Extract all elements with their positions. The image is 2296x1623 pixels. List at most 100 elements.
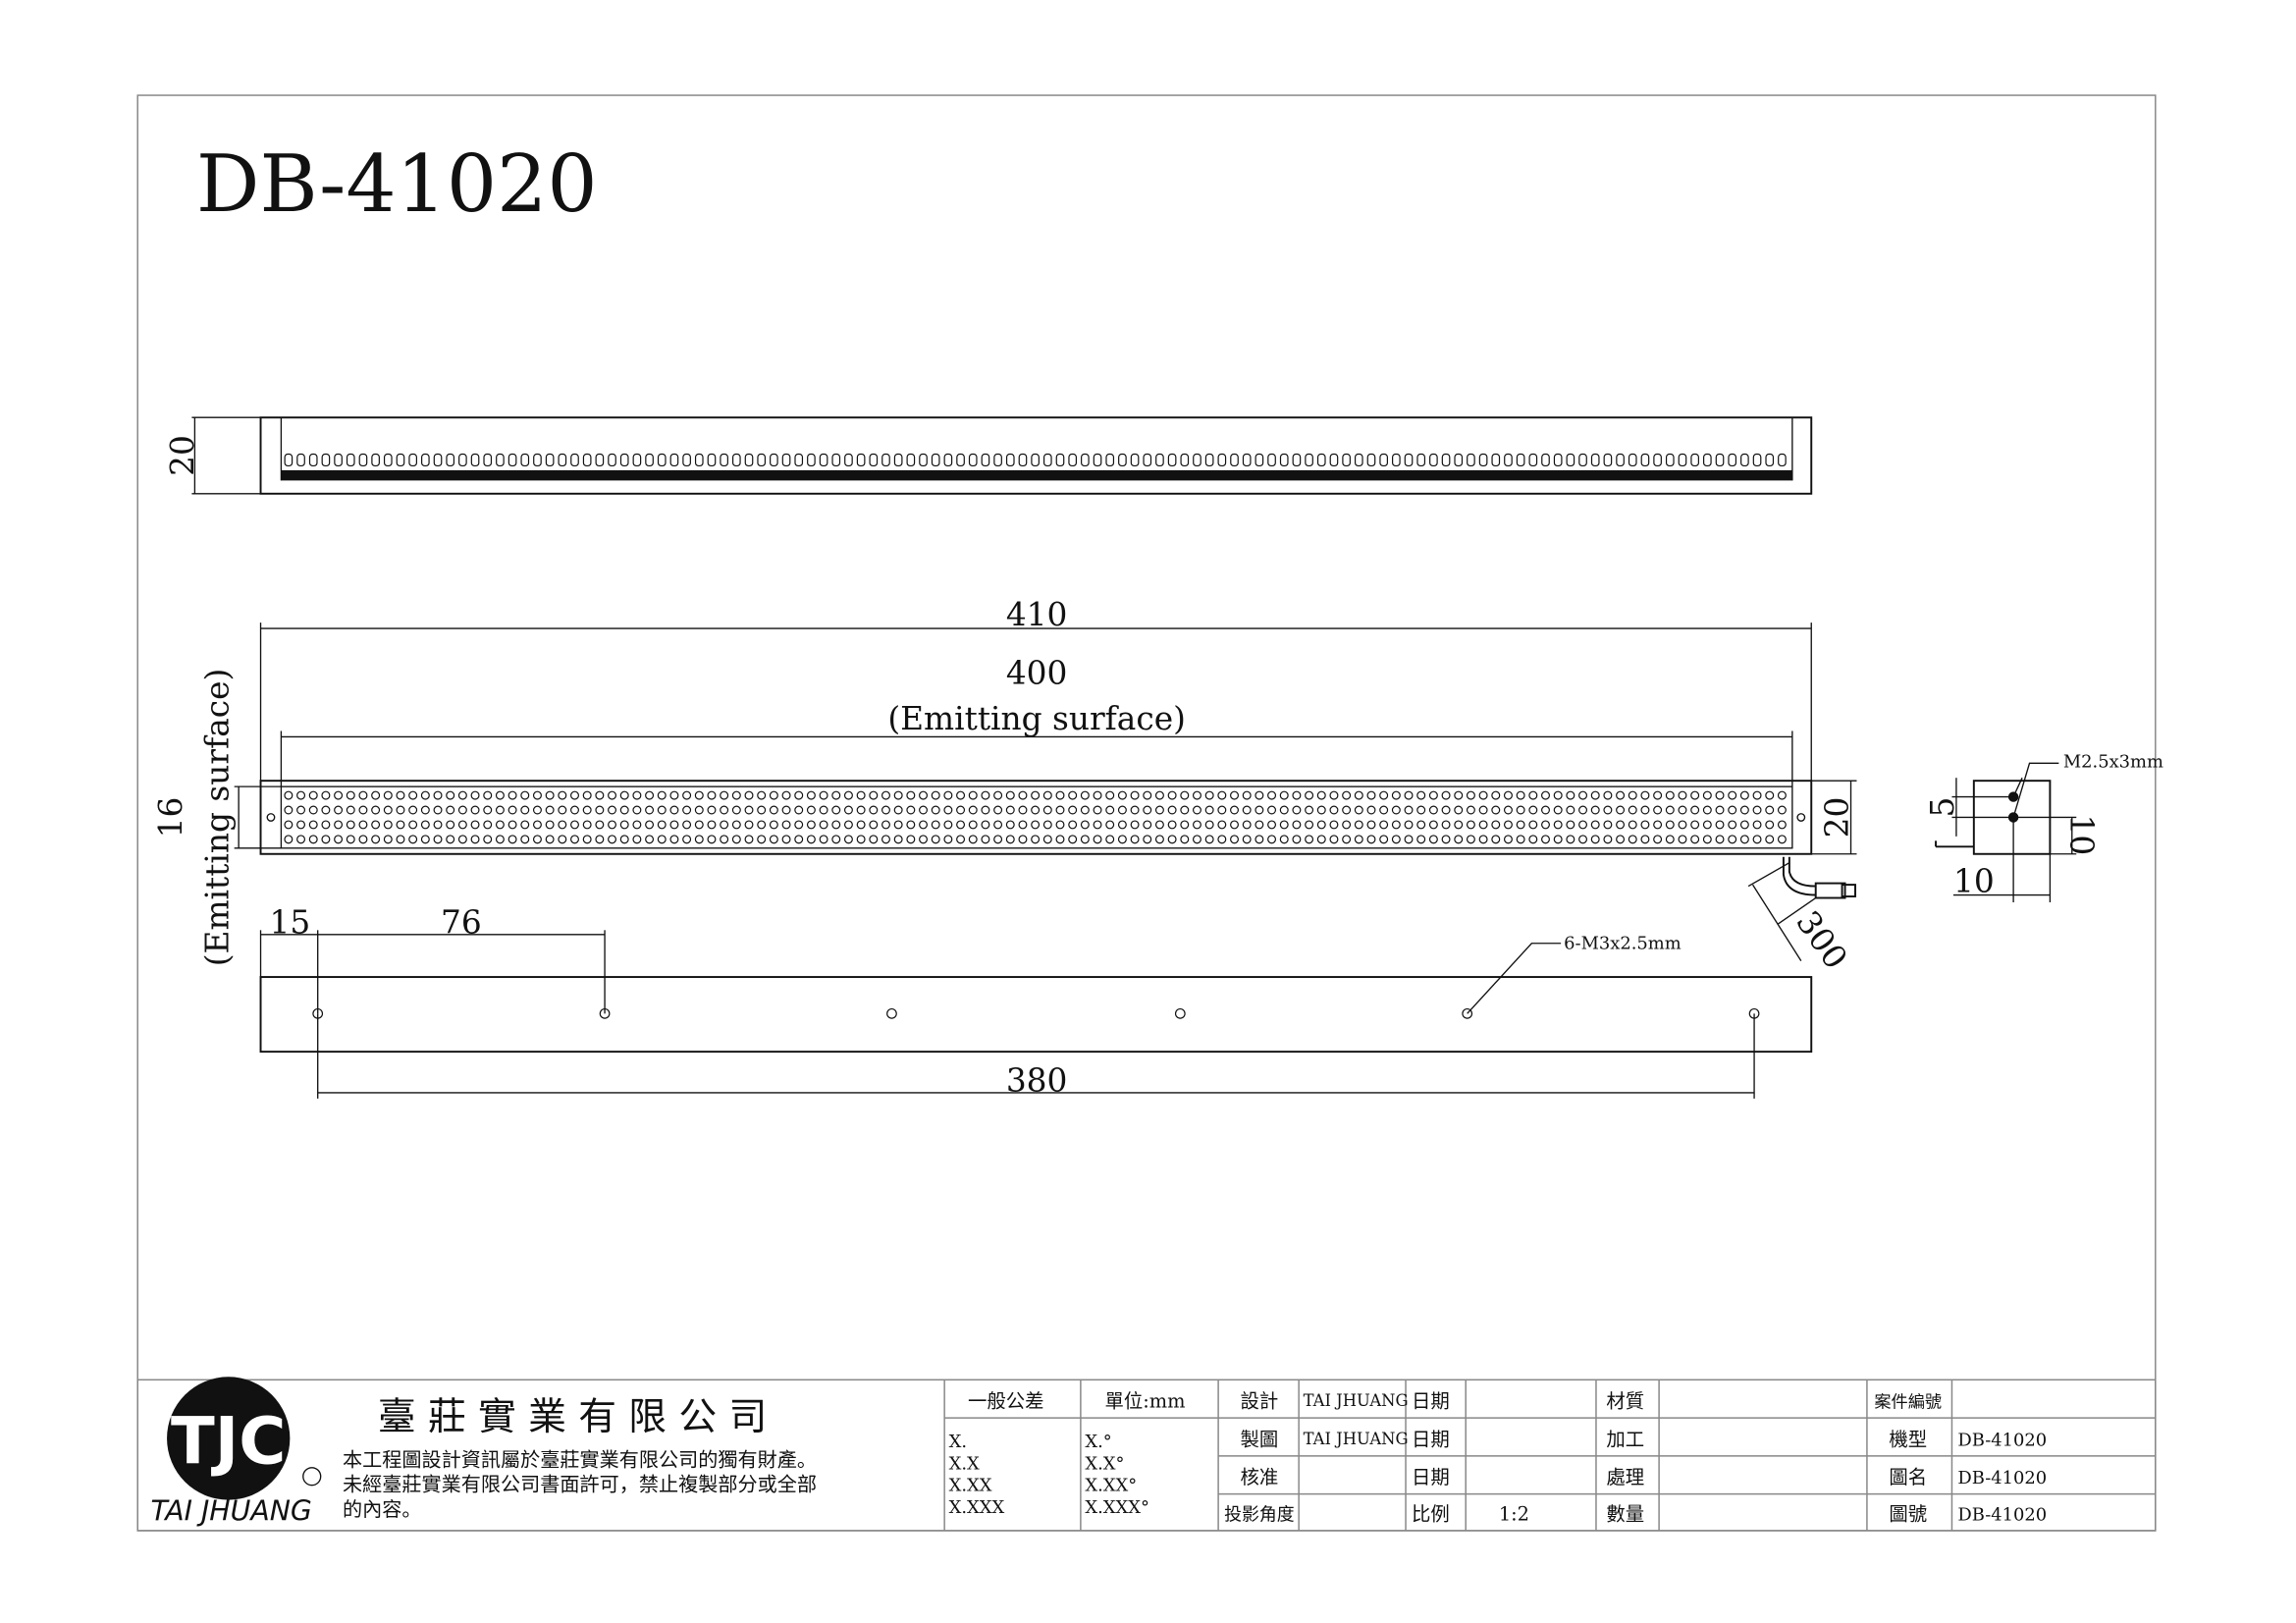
led-side (396, 453, 405, 467)
tolerance-header: 一般公差 (968, 1390, 1044, 1413)
led-side (919, 453, 928, 467)
led-dot (1702, 820, 1712, 830)
company-name: 臺 莊 實 業 有 限 公 司 (378, 1395, 767, 1439)
led-side (371, 453, 380, 467)
led-dot (931, 835, 940, 844)
led-side (881, 453, 890, 467)
led-dot (1678, 790, 1687, 800)
led-dot (645, 805, 655, 815)
led-dot (1616, 820, 1626, 830)
led-dot (1279, 790, 1289, 800)
led-side (1603, 453, 1613, 467)
led-dot (1665, 790, 1675, 800)
note-mount-holes: 6-M3x2.5mm (1564, 934, 1682, 954)
led-dot (1005, 820, 1015, 830)
led-side (458, 453, 467, 467)
led-dot (781, 820, 791, 830)
number-label: 圖號 (1889, 1502, 1927, 1525)
led-dot (1080, 805, 1090, 815)
led-dot (794, 805, 804, 815)
led-dot (1117, 820, 1127, 830)
tolerance-linear: X.XX (949, 1476, 992, 1496)
note-side-screw: M2.5x3mm (2063, 752, 2163, 773)
led-side (1042, 453, 1052, 467)
led-dot (1292, 820, 1302, 830)
led-dot (1366, 790, 1376, 800)
led-dot (446, 790, 455, 800)
led-dot (1279, 835, 1289, 844)
led-dot (383, 835, 393, 844)
led-dot (1230, 805, 1239, 815)
date-label: 日期 (1412, 1428, 1450, 1450)
led-dot (993, 820, 1003, 830)
led-dot (608, 820, 617, 830)
led-dot (1255, 835, 1264, 844)
led-dot (707, 805, 717, 815)
led-dot (943, 805, 953, 815)
end-hole (266, 813, 276, 822)
led-dot (1267, 805, 1277, 815)
led-dot (446, 835, 455, 844)
led-dot (1640, 790, 1650, 800)
led-dot (619, 805, 629, 815)
led-dot (781, 835, 791, 844)
led-dot (595, 805, 605, 815)
led-side (433, 453, 443, 467)
led-dot (1690, 790, 1700, 800)
led-side (570, 453, 579, 467)
led-dot (383, 805, 393, 815)
led-dot (1739, 820, 1749, 830)
dim-hole-pitch: 76 (441, 903, 482, 941)
led-side (1703, 453, 1712, 467)
led-dot (1154, 820, 1164, 830)
led-dot (1578, 805, 1588, 815)
led-side (1230, 453, 1239, 467)
led-dot (720, 835, 729, 844)
scale-label: 比例 (1412, 1502, 1450, 1525)
led-dot (1267, 835, 1277, 844)
led-dot (1242, 805, 1252, 815)
led-side (496, 453, 505, 467)
led-dot (284, 835, 294, 844)
name-value: DB-41020 (1957, 1468, 2047, 1488)
led-side (1093, 453, 1102, 467)
led-side (831, 453, 841, 467)
led-side (558, 453, 567, 467)
led-dot (1279, 805, 1289, 815)
led-side (334, 453, 343, 467)
led-dot (1491, 820, 1501, 830)
led-dot (1068, 835, 1078, 844)
led-dot (869, 790, 879, 800)
design-value: TAI JHUANG (1304, 1391, 1409, 1410)
led-dot (1653, 820, 1663, 830)
led-side (608, 453, 616, 467)
led-dot (470, 790, 480, 800)
led-side (856, 453, 866, 467)
led-dot (308, 805, 318, 815)
led-dot (1167, 805, 1177, 815)
led-dot (1379, 805, 1389, 815)
led-dot (1690, 835, 1700, 844)
led-dot (1305, 820, 1314, 830)
led-side (520, 453, 530, 467)
cable-connector (1814, 882, 1846, 899)
led-dot (757, 805, 767, 815)
led-dot (1416, 835, 1426, 844)
led-side (470, 453, 480, 467)
led-dot (657, 820, 667, 830)
led-side (1678, 453, 1687, 467)
led-dot (520, 790, 530, 800)
led-dot (582, 805, 592, 815)
led-dot (981, 805, 990, 815)
led-dot (520, 835, 530, 844)
led-dot (744, 805, 754, 815)
led-dot (1192, 835, 1201, 844)
led-dot (1715, 820, 1725, 830)
logo-letters: TJC (171, 1404, 286, 1479)
drawn-value: TAI JHUANG (1304, 1430, 1409, 1448)
led-dot (1428, 805, 1438, 815)
led-dot (1379, 835, 1389, 844)
led-dot (1752, 835, 1762, 844)
led-dot (1180, 790, 1190, 800)
led-dot (1167, 835, 1177, 844)
